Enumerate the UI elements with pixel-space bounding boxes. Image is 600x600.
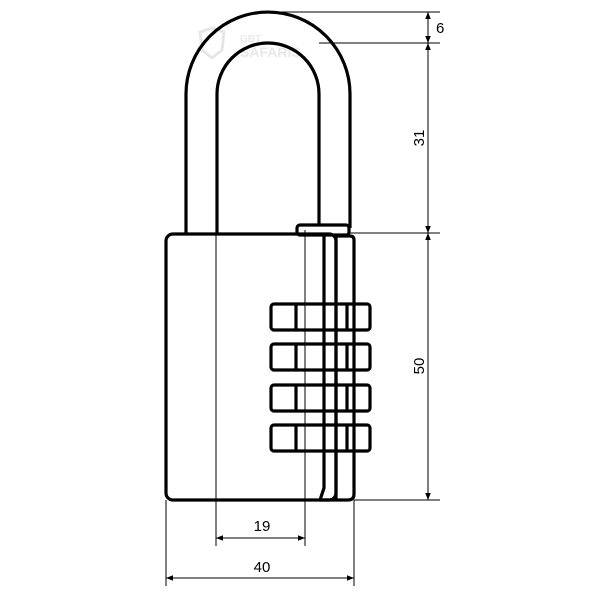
combination-dials xyxy=(269,302,372,453)
watermark: GBT SAFARIS xyxy=(198,26,301,60)
dim-label-body-height: 50 xyxy=(411,358,428,375)
dim-label-body-width: 40 xyxy=(254,559,271,576)
dial[interactable] xyxy=(269,423,372,453)
dial[interactable] xyxy=(269,342,372,372)
extension-lines xyxy=(165,11,440,586)
dial[interactable] xyxy=(269,383,372,413)
watermark-line2: SAFARIS xyxy=(240,44,301,60)
dim-label-shackle-thickness: 6 xyxy=(436,20,444,37)
body-side-plate xyxy=(318,234,356,502)
lock-body xyxy=(164,232,338,502)
watermark-line1: GBT xyxy=(240,34,261,45)
dim-label-inner-width: 19 xyxy=(254,518,271,535)
dim-label-clearance: 31 xyxy=(411,130,428,147)
dial[interactable] xyxy=(269,302,372,332)
